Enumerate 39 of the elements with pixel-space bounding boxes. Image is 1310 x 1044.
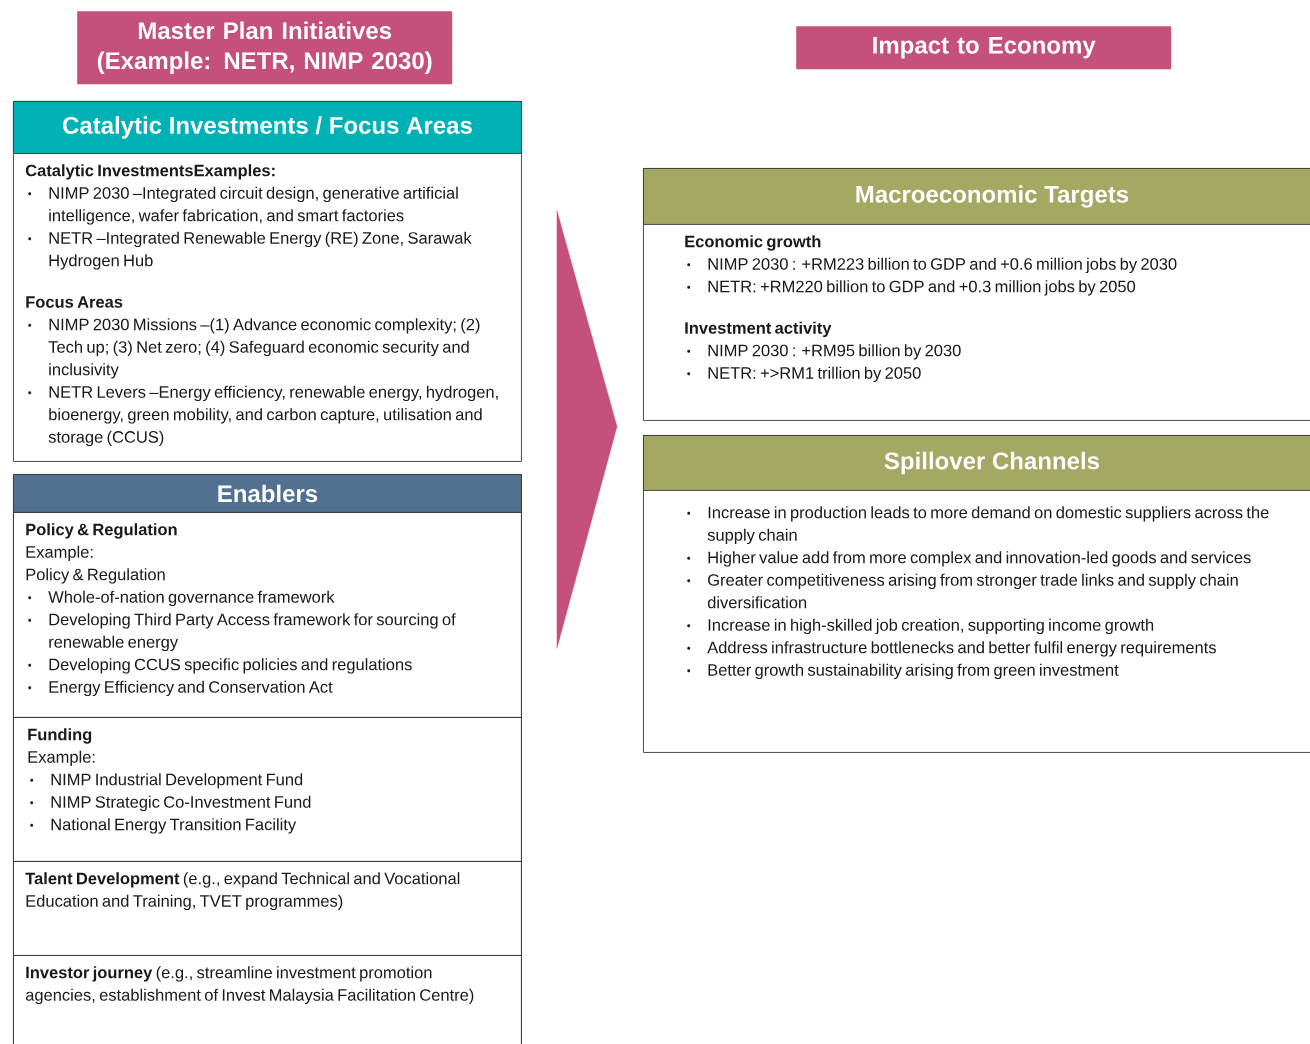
bullet-item: NIMP 2030 : +RM223 billion to GDP and +0.6 million jobs by 2030 <box>687 257 1177 274</box>
bullet-item: NIMP 2030 : +RM95 billion by 2030 <box>687 344 961 360</box>
bullet-item: Better growth sustainability arising from green investment <box>687 663 1119 680</box>
bullet-item: Increase in production leads to more demand on domestic suppliers across the supply chain <box>687 506 1269 545</box>
bullet-item: NIMP 2030 Missions –(1) Advance economic complexity; (2) Tech up; (3) Net zero; (4) Safeguard economic security and inclusivity <box>28 318 480 379</box>
title-banner: Impact to Economy <box>796 26 1172 70</box>
subheading: Investment activity <box>685 321 832 338</box>
body-text: Example: <box>28 750 95 767</box>
bullet-item: Whole-of-nation governance framework <box>28 590 335 607</box>
bullet-item: Developing CCUS specific policies and regulations <box>28 658 412 674</box>
title-banner: Master Plan Initiatives (Example: NETR, NIMP 2030) <box>77 11 453 85</box>
panel-header: Catalytic Investments / Focus Areas <box>13 101 522 154</box>
bullet-item: NIMP 2030 –Integrated circuit design, generative artificial intelligence, wafer fabrication, and smart factories <box>28 186 458 225</box>
subheading: Funding <box>28 728 92 744</box>
subheading: Focus Areas <box>26 296 123 308</box>
subheading: Catalytic InvestmentsExamples: <box>25 164 275 180</box>
chevron-arrow <box>556 210 618 649</box>
body-text: Investor journey (e.g., streamline investment promotion agencies, establishment of Invest Malaysia Facilitation Centre) <box>25 966 474 1005</box>
bullet-item: NIMP Strategic Co-Investment Fund <box>30 795 311 812</box>
bullet-item: Higher value add from more complex and innovation-led goods and services <box>687 551 1251 567</box>
body-text: Talent Development (e.g., expand Technical and Vocational Education and Training, TVET programmes) <box>25 872 460 911</box>
body-text: Policy & Regulation <box>26 568 165 584</box>
bullet-item: NIMP Industrial Development Fund <box>30 773 303 789</box>
panel-header: Spillover Channels <box>643 435 1310 491</box>
bullet-item: NETR Levers –Energy efficiency, renewable energy, hydrogen, bioenergy, green mobility, and carbon capture, utilisation and storage (CCUS) <box>28 385 498 447</box>
bullet-item: NETR: +RM220 billion to GDP and +0.3 million jobs by 2050 <box>687 280 1136 296</box>
subheading: Policy & Regulation <box>26 523 177 539</box>
bullet-item: Energy Efficiency and Conservation Act <box>28 680 333 697</box>
bullet-item: NETR –Integrated Renewable Energy (RE) Zone, Sarawak Hydrogen Hub <box>28 231 472 270</box>
bullet-item: Developing Third Party Access framework for sourcing of renewable energy <box>28 613 456 652</box>
panel-header: Enablers <box>13 474 522 513</box>
bullet-item: Address infrastructure bottlenecks and better fulfil energy requirements <box>687 641 1216 657</box>
panel-header: Macroeconomic Targets <box>643 168 1310 225</box>
bullet-item: Increase in high-skilled job creation, supporting income growth <box>687 618 1154 635</box>
subheading: Economic growth <box>685 235 821 251</box>
bullet-item: NETR: +>RM1 trillion by 2050 <box>687 366 921 383</box>
bullet-item: Greater competitiveness arising from stronger trade links and supply chain diversification <box>687 573 1238 609</box>
body-text: Example: <box>26 545 93 562</box>
bullet-item: National Energy Transition Facility <box>30 818 297 834</box>
